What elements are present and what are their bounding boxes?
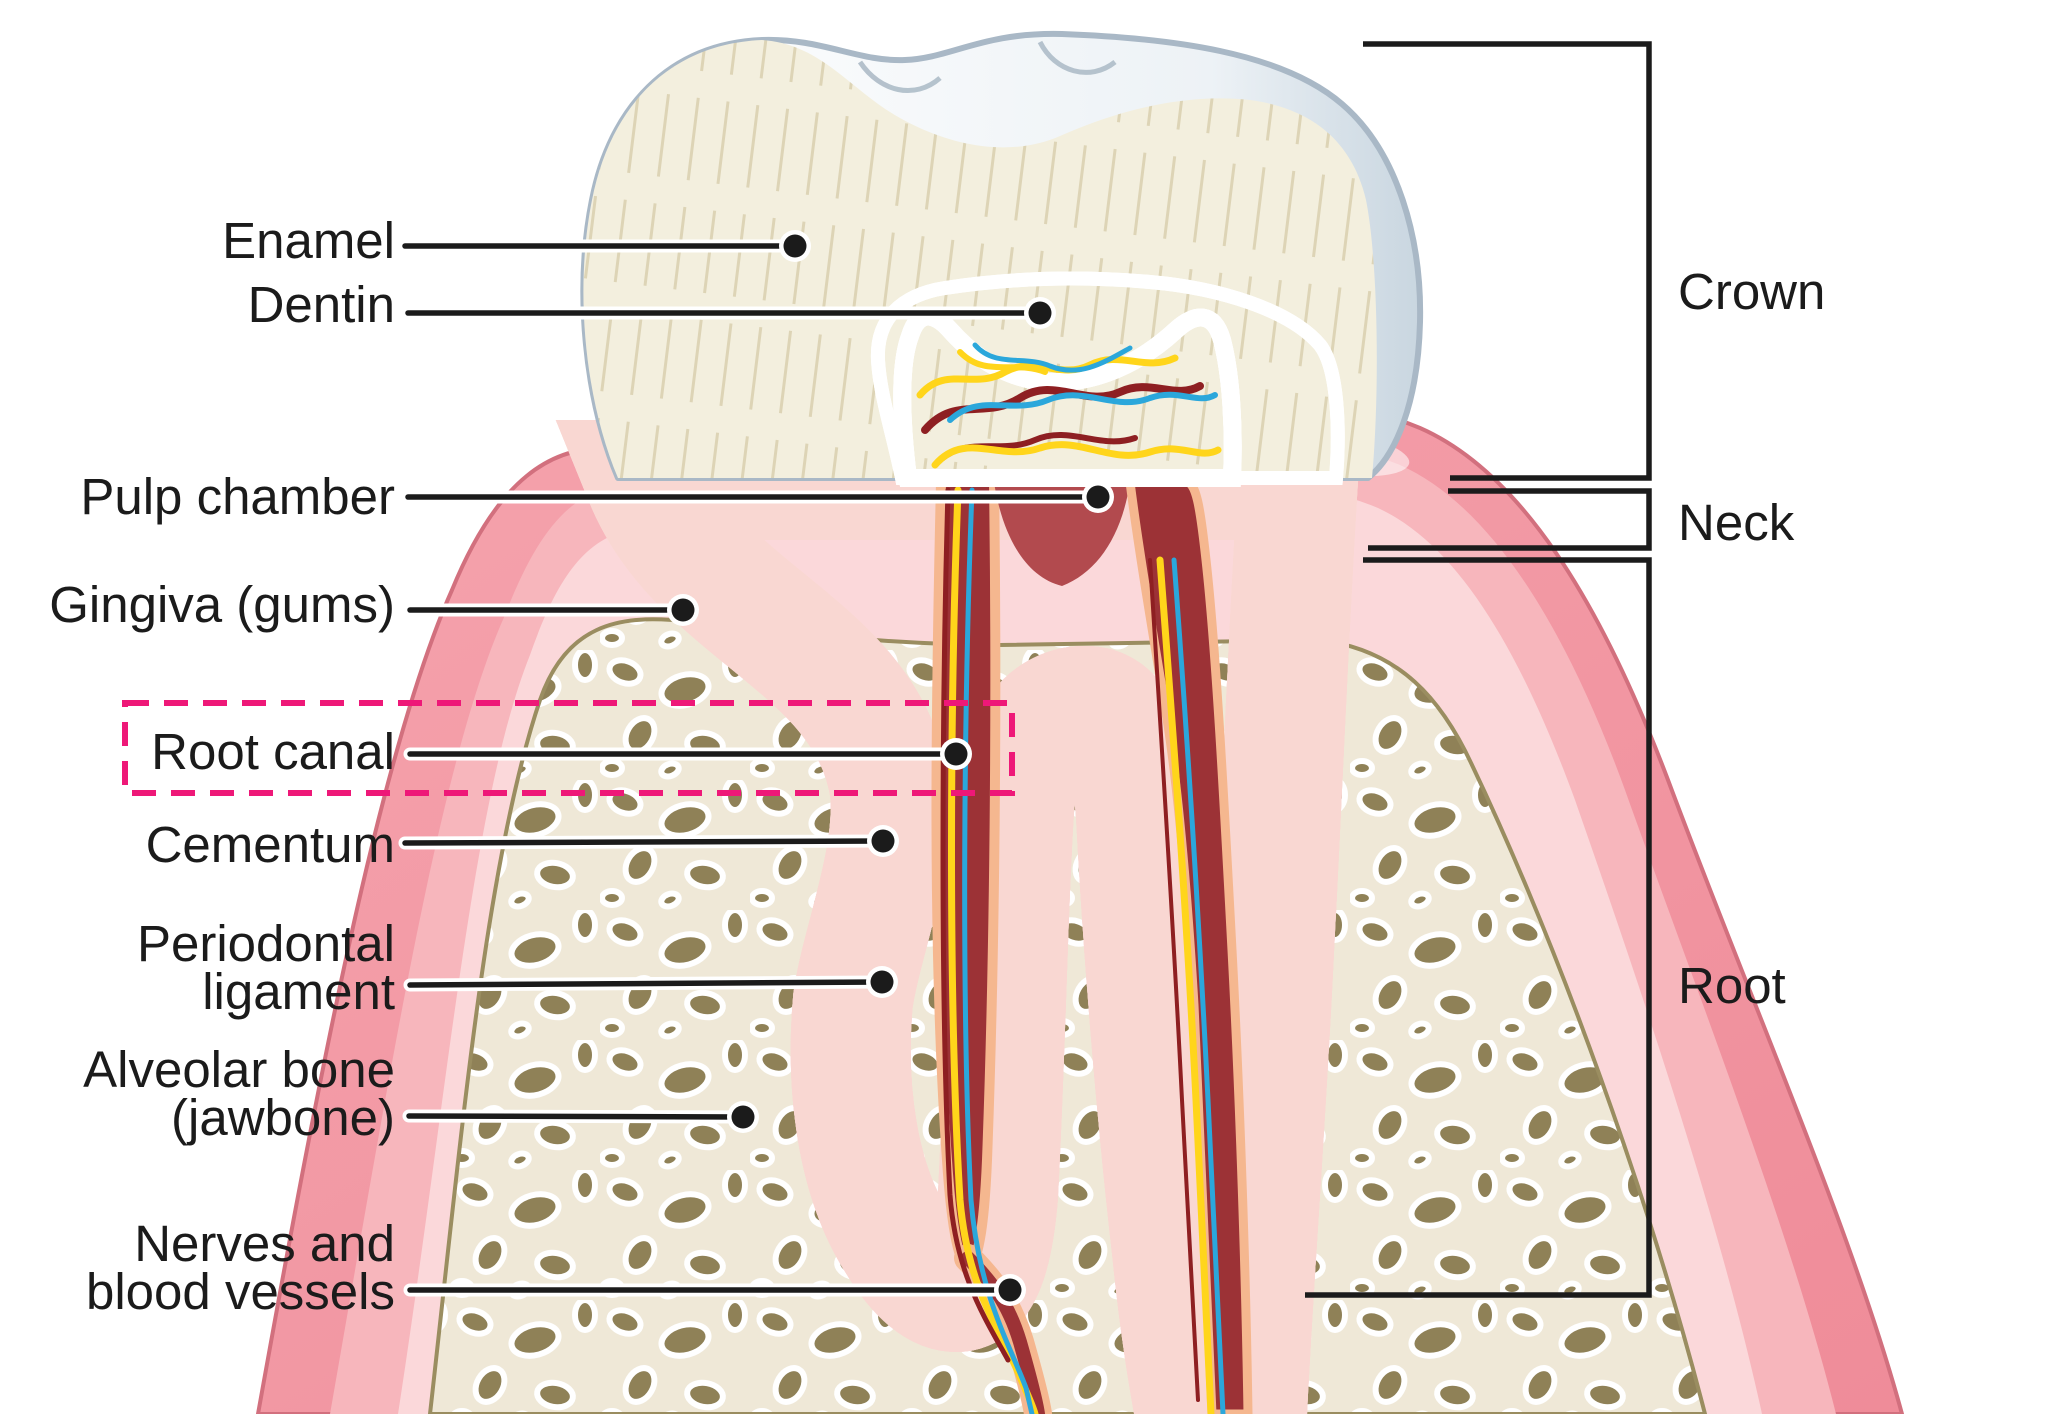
nerve-vessel-bundle xyxy=(940,486,1052,1414)
label-root: Root xyxy=(1678,957,1786,1015)
label-root-canal: Root canal xyxy=(151,723,395,781)
label-pulp-chamber: Pulp chamber xyxy=(80,468,395,526)
label-cementum: Cementum xyxy=(145,816,395,874)
neck-bracket xyxy=(1368,488,1652,551)
label-periodontal-ligament: Periodontal ligament xyxy=(136,915,395,1020)
pulp-chamber xyxy=(902,316,1232,487)
label-alveolar-bone: Alveolar bone (jawbone) xyxy=(83,1041,395,1146)
tooth-roots xyxy=(555,420,1363,1414)
label-dentin: Dentin xyxy=(247,276,395,334)
root-canal-highlight-box xyxy=(122,700,1015,796)
label-neck: Neck xyxy=(1678,494,1795,552)
crown-bracket xyxy=(1363,41,1652,481)
root-bracket xyxy=(1305,557,1652,1298)
region-brackets xyxy=(1305,41,1652,1298)
label-nerves-blood-vessels: Nerves and blood vessels xyxy=(85,1215,395,1320)
label-enamel: Enamel xyxy=(222,212,395,270)
label-crown: Crown xyxy=(1678,263,1826,321)
tooth-crown xyxy=(580,30,1424,487)
leader-dots xyxy=(667,230,1114,1306)
leader-lines xyxy=(398,230,1114,1306)
label-gingiva: Gingiva (gums) xyxy=(49,576,395,634)
